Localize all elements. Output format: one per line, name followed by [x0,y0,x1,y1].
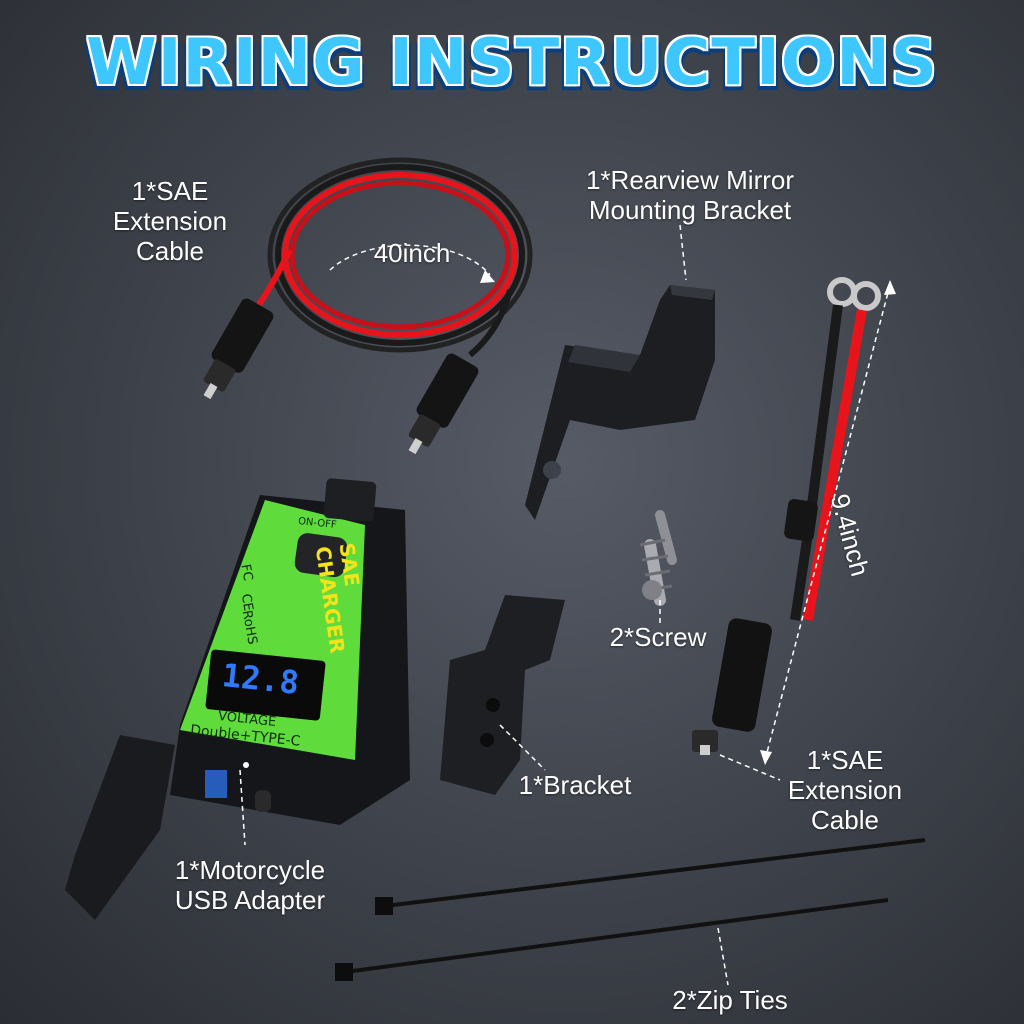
cable-length-top: 40inch [373,238,451,268]
screws [639,510,677,606]
bracket-label: 1*Bracket [518,770,632,800]
voltage-display: 12.8 [220,656,301,702]
sae-extension-cable-40inch [203,157,533,455]
zip-ties [335,838,926,981]
sae-cable-right-label: 1*SAE Extension Cable [787,745,903,835]
sae-extension-cable-9.4inch [692,277,896,765]
zip-ties-label: 2*Zip Ties [672,985,788,1015]
rearview-mirror-bracket [525,285,715,520]
mirror-bracket-label: 1*Rearview Mirror Mounting Bracket [585,165,795,225]
motorcycle-usb-adapter [65,478,410,920]
cert-fc: FC [237,563,256,582]
sae-cable-top-label: 1*SAE Extension Cable [112,176,228,266]
page-title: WIRING INSTRUCTIONS [86,26,938,100]
screws-label: 2*Screw [609,622,707,652]
bracket [440,595,565,795]
adapter-label: 1*Motorcycle USB Adapter [174,855,326,915]
